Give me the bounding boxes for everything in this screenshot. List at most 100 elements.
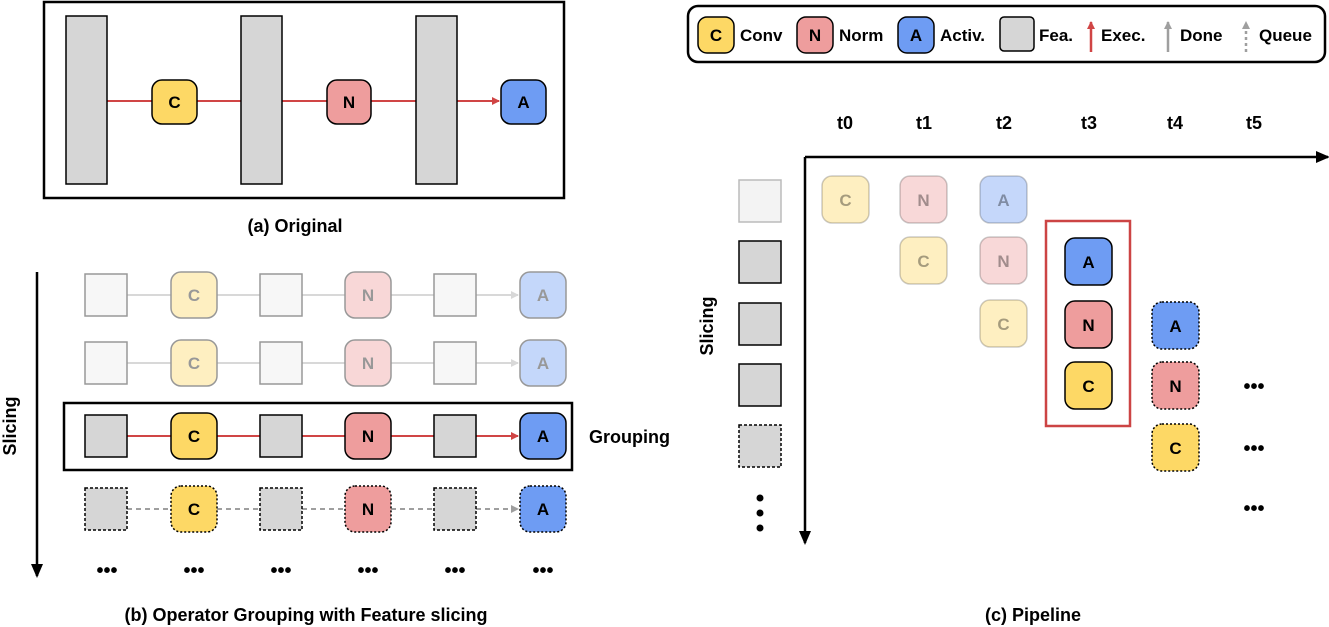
panel-c-slice-feature (738, 302, 782, 346)
pipeline-norm-done (899, 175, 948, 224)
ellipsis-icon: ••• (270, 560, 291, 582)
pipeline-op-letter: C (1169, 439, 1181, 458)
time-label-t5: t5 (1246, 113, 1262, 133)
panel-b-op-letter: C (188, 354, 200, 373)
panel-b-op-letter: C (188, 427, 200, 446)
panel-b-axis-label: Slicing (0, 396, 20, 455)
grouping-label: Grouping (589, 427, 670, 447)
panel-c-slice-feature (738, 424, 782, 468)
legend-conv-swatch (697, 16, 735, 54)
pipeline-activ-exec (1064, 237, 1113, 286)
panel-b-feature-slice (259, 414, 303, 458)
panel-c-axis-label: Slicing (697, 296, 717, 355)
ellipsis-icon: ••• (183, 560, 204, 582)
panel-a-norm-op (326, 79, 372, 125)
legend-conv-letter: C (710, 26, 722, 45)
legend-feature-item: Fea. (999, 16, 1073, 52)
panel-b-op-letter: N (362, 286, 374, 305)
grouping-box (62, 401, 574, 472)
legend-activ-swatch (897, 16, 935, 54)
legend-norm-label: Norm (839, 26, 883, 45)
ellipsis-icon: ••• (357, 560, 378, 582)
legend-norm-letter: N (809, 26, 821, 45)
panel-b-op-letter: A (537, 500, 549, 519)
panel-b-op-letter: C (188, 286, 200, 305)
time-label-t0: t0 (837, 113, 853, 133)
ellipsis-icon: ••• (1243, 376, 1264, 398)
panel-a-activ-letter: A (517, 93, 529, 112)
pipeline-op-letter: N (1169, 377, 1181, 396)
vertical-ellipsis-dot (756, 494, 764, 502)
legend-norm-item: N Norm (796, 16, 883, 54)
pipeline-op-letter: C (997, 315, 1009, 334)
panel-b-feature-slice (433, 487, 477, 531)
pipeline-op-letter: N (997, 252, 1009, 271)
legend-exec-item: Exec. (1087, 21, 1145, 52)
panel-a-original: C N A (a) Original (42, 0, 566, 236)
pipeline-op-letter: N (1082, 316, 1094, 335)
panel-b-conv-op (170, 485, 218, 533)
pipeline-conv-done (979, 299, 1028, 348)
legend-activ-label: Activ. (940, 26, 985, 45)
ellipsis-icon: ••• (1243, 498, 1264, 520)
panel-a-caption: (a) Original (247, 216, 342, 236)
panel-c-caption: (c) Pipeline (985, 605, 1081, 625)
vertical-ellipsis-dot (756, 524, 764, 532)
time-label-t3: t3 (1081, 113, 1097, 133)
panel-b-activ-op (519, 412, 567, 460)
panel-b-op-letter: C (188, 500, 200, 519)
ellipsis-icon: ••• (444, 560, 465, 582)
legend-exec-label: Exec. (1101, 26, 1145, 45)
pipeline-op-letter: C (917, 252, 929, 271)
panel-b-feature-slice (259, 341, 303, 385)
executing-highlight-box (1044, 219, 1132, 428)
time-label-t4: t4 (1167, 113, 1183, 133)
pipeline-conv-done (899, 236, 948, 285)
panel-c-slice-feature (738, 363, 782, 407)
panel-b-caption: (b) Operator Grouping with Feature slici… (124, 605, 487, 625)
legend-conv-label: Conv (740, 26, 783, 45)
panel-b-feature-slice (433, 414, 477, 458)
pipeline-conv-exec (1064, 361, 1113, 410)
panel-b-op-letter: A (537, 286, 549, 305)
panel-b-conv-op (170, 271, 218, 319)
panel-b-feature-slice (433, 341, 477, 385)
pipeline-op-letter: C (839, 191, 851, 210)
panel-b-feature-slice (84, 414, 128, 458)
legend-activ-item: A Activ. (897, 16, 985, 54)
panel-a-feature-map (65, 15, 108, 185)
legend: C Conv N Norm A Activ. Fea. Exec. Done (686, 4, 1327, 64)
panel-a-conv-op (151, 79, 198, 125)
legend-feature-swatch (999, 16, 1035, 52)
pipeline-norm-queue (1151, 361, 1200, 410)
panel-a-norm-letter: N (343, 93, 355, 112)
panel-b-feature-slice (259, 273, 303, 317)
time-label-t1: t1 (916, 113, 932, 133)
legend-done-item: Done (1164, 21, 1223, 52)
legend-activ-letter: A (910, 26, 922, 45)
panel-a-activ-op (500, 79, 547, 125)
vertical-ellipsis-dot (756, 509, 764, 517)
panel-b-op-letter: N (362, 427, 374, 446)
legend-norm-swatch (796, 16, 834, 54)
panel-a-conv-letter: C (168, 93, 180, 112)
time-label-t2: t2 (996, 113, 1012, 133)
pipeline-conv-queue (1151, 423, 1200, 472)
panel-b-feature-slice (433, 273, 477, 317)
pipeline-op-letter: N (917, 191, 929, 210)
legend-queue-item: Queue (1242, 21, 1312, 52)
pipeline-conv-done (821, 175, 870, 224)
panel-b-feature-slice (84, 487, 128, 531)
panel-b-norm-op (344, 485, 392, 533)
panel-c-slice-feature (738, 179, 782, 223)
panel-a-feature-map (240, 15, 283, 185)
panel-b-feature-slice (259, 487, 303, 531)
panel-b-op-letter: N (362, 500, 374, 519)
